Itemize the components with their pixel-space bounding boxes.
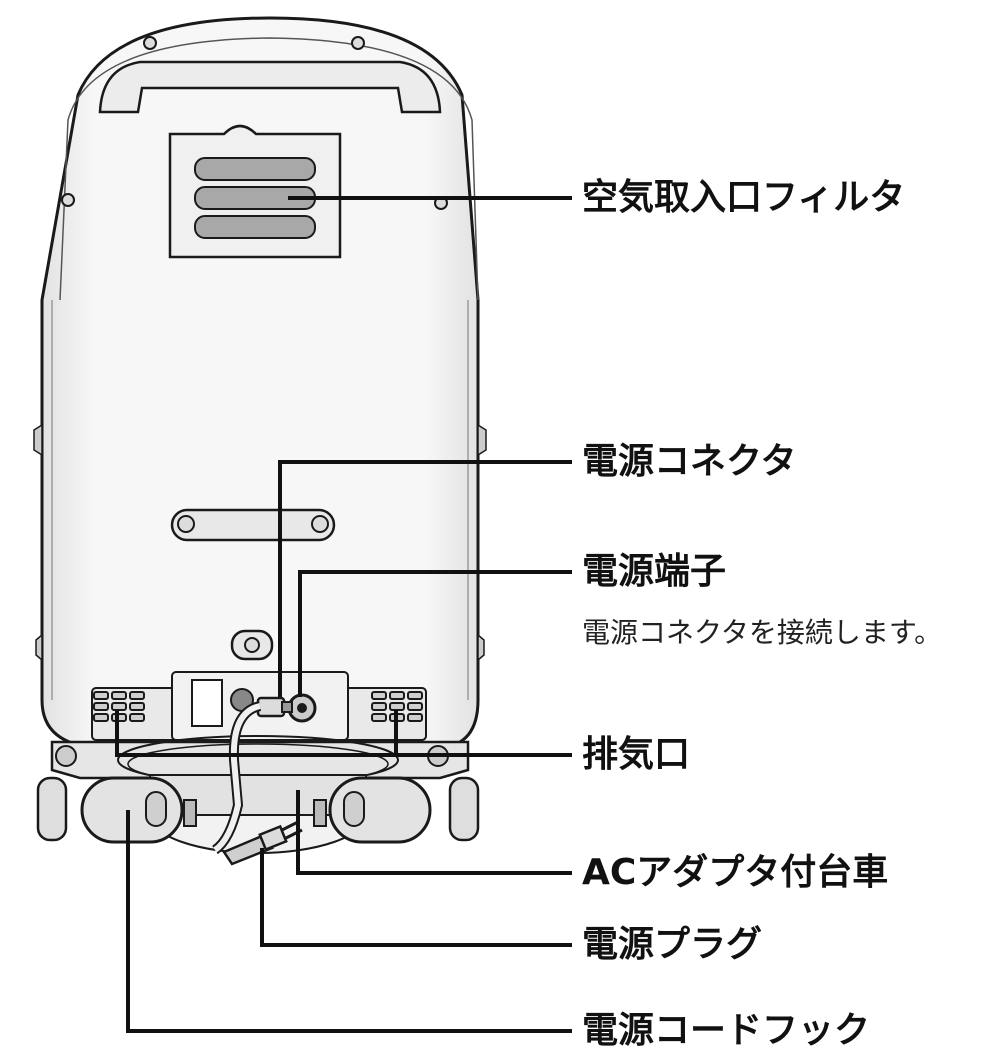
label-ac-adapter-cart: ACアダプタ付台車: [582, 852, 889, 893]
note-power-terminal: 電源コネクタを接続します。: [582, 616, 943, 649]
label-power-connector: 電源コネクタ: [582, 441, 797, 482]
filter-slot: [194, 157, 316, 181]
exhaust-vent-left: [93, 691, 145, 722]
leader-line-power-plug: [260, 848, 572, 947]
leader-line-power-connector: [278, 460, 572, 697]
label-power-plug: 電源プラグ: [582, 924, 763, 965]
mount-bracket: [170, 508, 336, 542]
label-air-intake-filter: 空気取入口フィルタ: [582, 177, 906, 218]
leader-line-exhaust: [115, 710, 572, 757]
carry-handle: [98, 60, 442, 114]
filter-slot: [194, 215, 316, 239]
leader-line-power-terminal: [298, 570, 572, 697]
leader-line-cord-hook: [126, 810, 572, 1033]
power-connector: [256, 696, 286, 718]
label-exhaust-port: 排気口: [582, 734, 691, 775]
ac-adapter-cart: [50, 740, 470, 780]
leader-line-ac-cart: [296, 790, 572, 875]
label-power-terminal: 電源端子: [582, 551, 727, 592]
label-power-cord-hook: 電源コードフック: [582, 1010, 871, 1051]
exhaust-vent-right: [371, 691, 423, 722]
